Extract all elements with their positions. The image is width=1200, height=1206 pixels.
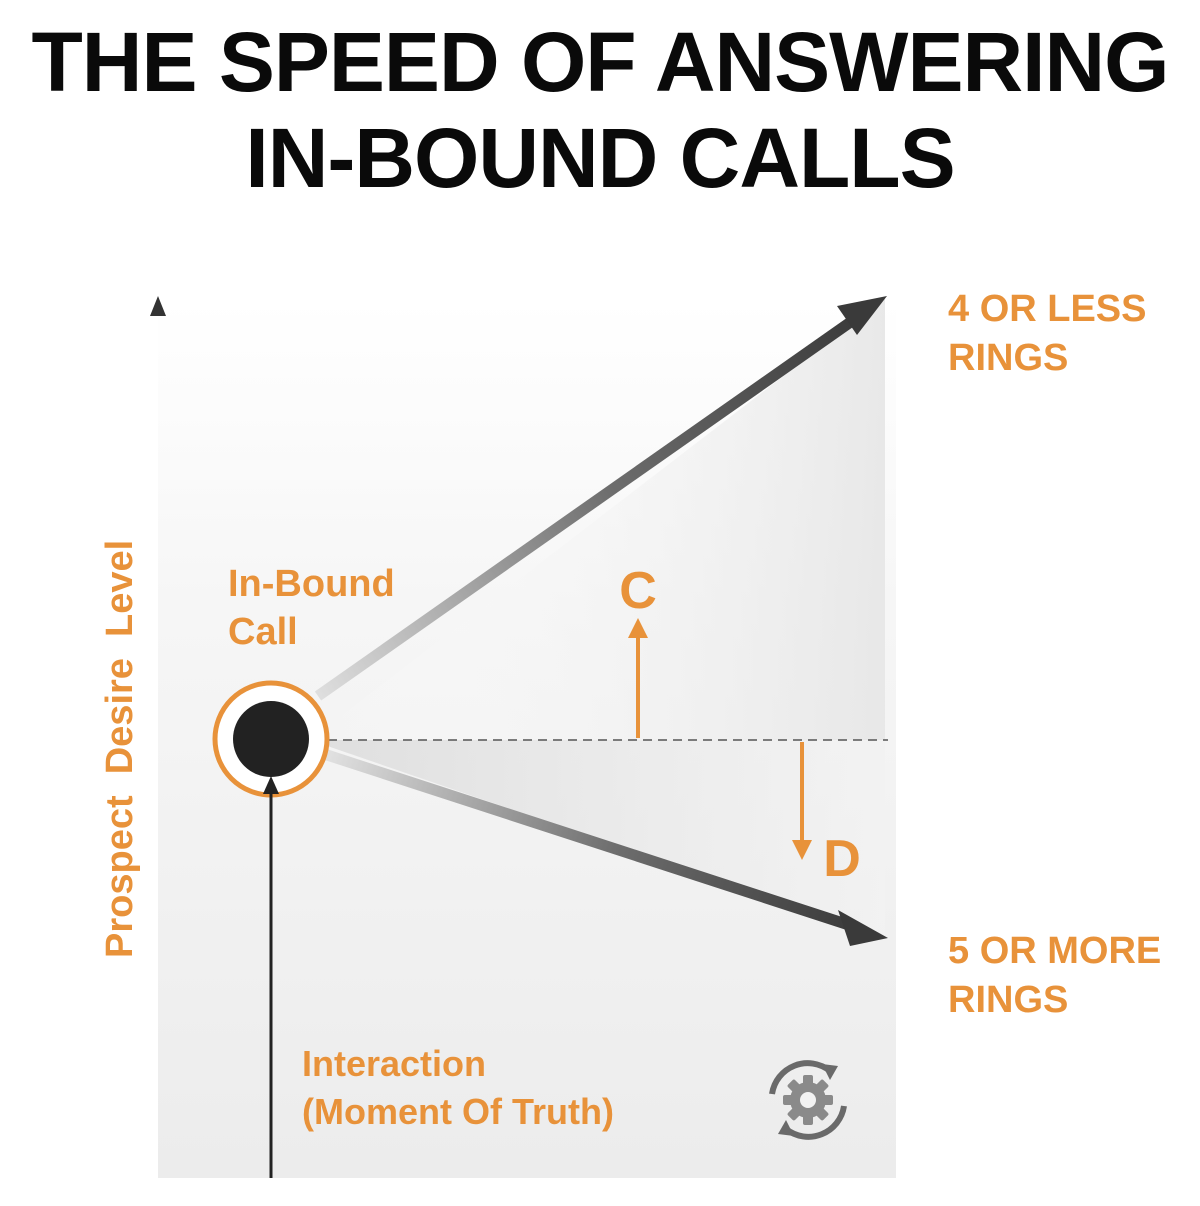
- y-axis-label: Prospect Desire Level: [99, 540, 141, 958]
- upper-trend-arrow: [314, 296, 887, 701]
- interaction-label-line-2: (Moment Of Truth): [302, 1091, 614, 1132]
- marker-c-arrow: [628, 618, 648, 738]
- gear-cycle-icon: [769, 1060, 847, 1140]
- upper-arrowhead: [837, 296, 887, 335]
- upper-outcome-line-2: RINGS: [948, 337, 1068, 379]
- page-title: THE SPEED OF ANSWERING IN-BOUND CALLS: [0, 14, 1200, 206]
- marker-c-label: C: [619, 562, 657, 620]
- title-line-2: IN-BOUND CALLS: [245, 111, 955, 205]
- origin-label-line-1: In-Bound: [228, 563, 395, 605]
- marker-d-label: D: [823, 830, 861, 888]
- lower-arrowhead: [838, 910, 888, 946]
- upper-wedge: [310, 298, 885, 740]
- lower-trend-arrow: [322, 748, 888, 946]
- lower-outcome-line-2: RINGS: [948, 979, 1068, 1021]
- interaction-arrowhead: [263, 776, 279, 794]
- lower-outcome-line-1: 5 OR MORE: [948, 930, 1161, 972]
- origin-label-line-2: Call: [228, 611, 298, 653]
- y-axis-arrowhead: [150, 296, 166, 316]
- marker-d-arrow: [792, 742, 812, 860]
- title-line-1: THE SPEED OF ANSWERING: [31, 15, 1170, 109]
- interaction-label-line-1: Interaction: [302, 1043, 486, 1084]
- interaction-pointer: [263, 776, 279, 1178]
- upper-outcome-line-1: 4 OR LESS: [948, 288, 1147, 330]
- y-axis: [150, 296, 166, 1170]
